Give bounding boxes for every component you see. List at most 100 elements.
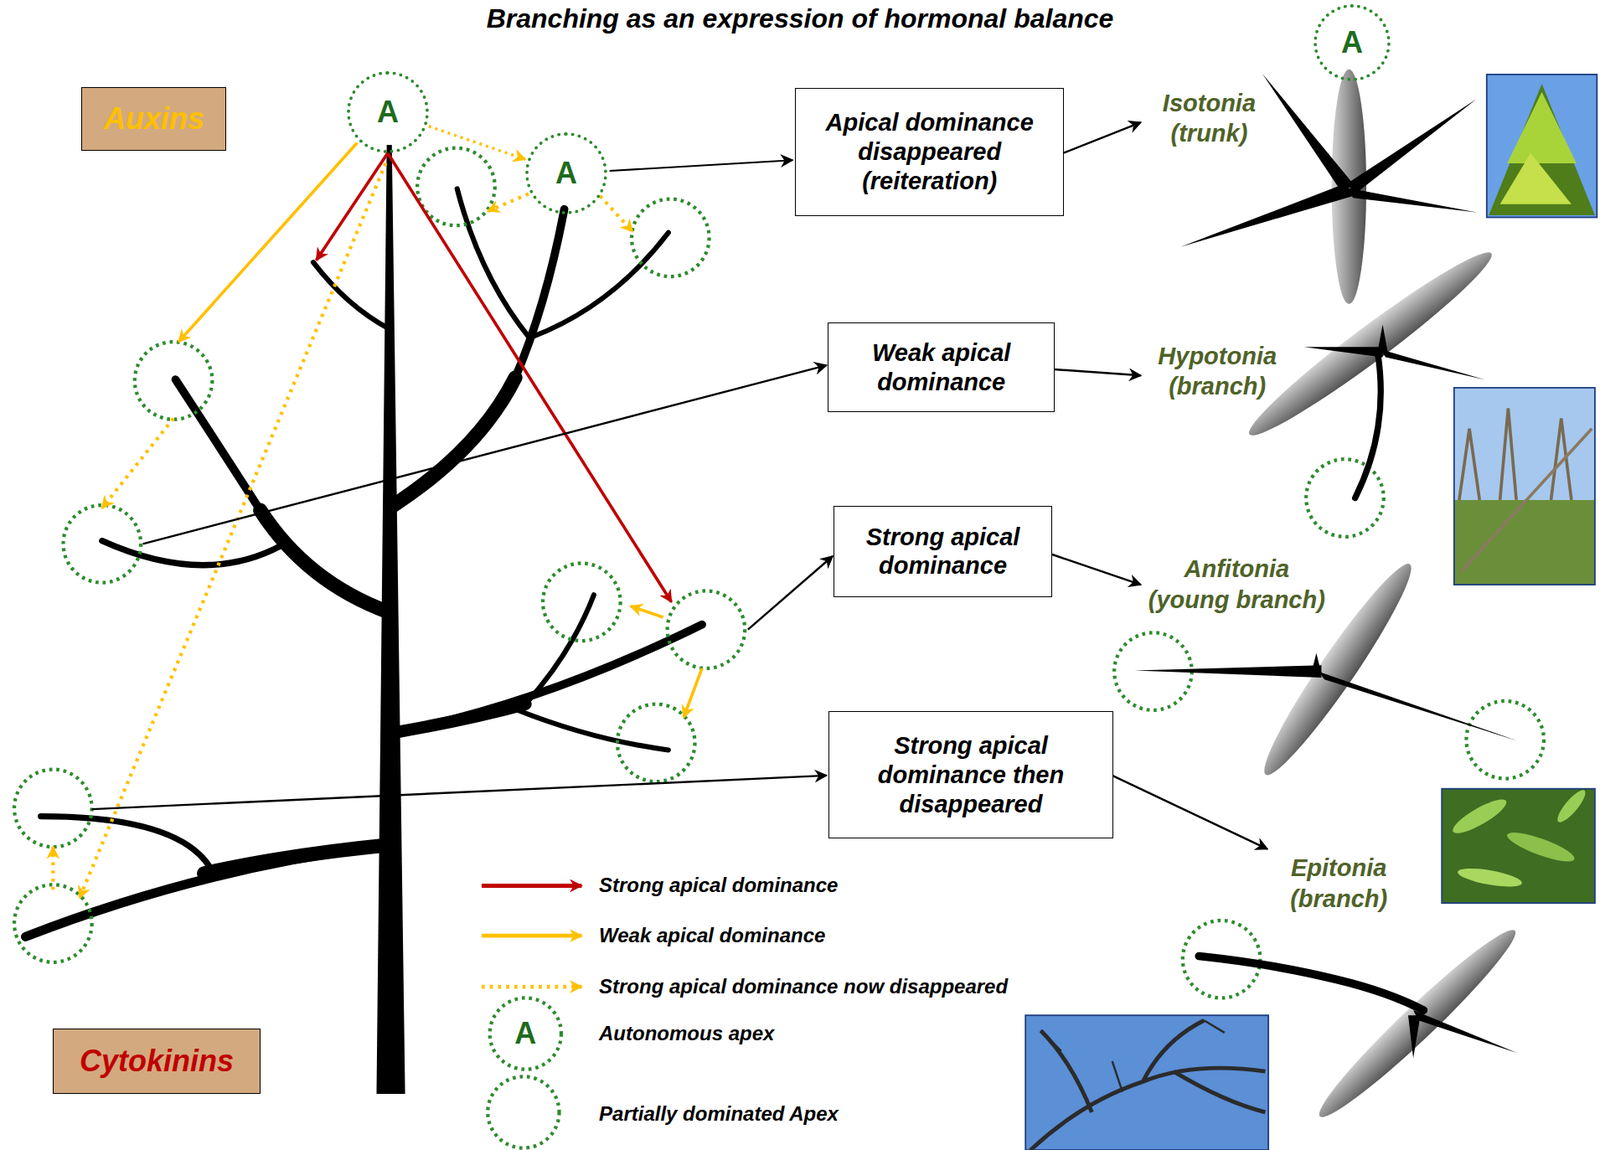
apex-circles-part bbox=[667, 590, 746, 669]
hypotonia-shoot-part bbox=[1355, 351, 1382, 498]
node-text: Strong apical dominance then disappeared bbox=[836, 731, 1105, 819]
apex-circles-part bbox=[542, 562, 621, 641]
node-text: A bbox=[376, 94, 399, 130]
dominance-arrows-part bbox=[92, 122, 1268, 849]
photo-conifer-part bbox=[1488, 83, 1595, 216]
dominance-arrows-part-part bbox=[1112, 775, 1268, 850]
legend-text: Partially dominated Apex bbox=[598, 1100, 839, 1128]
apex-circles-part bbox=[134, 341, 213, 420]
photo-tree-part bbox=[1040, 1020, 1224, 1092]
dominance-arrows-part-part bbox=[102, 418, 174, 508]
tree-part bbox=[376, 144, 405, 1095]
tonia-label: Hypotonia (branch) bbox=[1133, 340, 1301, 403]
legend-text: Autonomous apex bbox=[598, 1020, 775, 1048]
legend-samples-part bbox=[481, 934, 582, 939]
tree-part bbox=[313, 262, 389, 329]
apex-circles-part bbox=[63, 505, 142, 584]
tonia-label: Isotonia (trunk) bbox=[1125, 87, 1293, 150]
photo-tree bbox=[1025, 1015, 1269, 1150]
hypotonia-shoot-part bbox=[1304, 346, 1384, 357]
photo-park bbox=[1454, 387, 1595, 585]
tree-part bbox=[525, 594, 594, 704]
node-text: A bbox=[1341, 25, 1363, 61]
tree-part bbox=[102, 541, 281, 566]
isotonia-shoot-part bbox=[1262, 73, 1353, 195]
dominance-arrows bbox=[52, 122, 1268, 899]
dominance-arrows-part bbox=[630, 606, 664, 618]
apex-circles-part bbox=[631, 199, 710, 278]
photo-park-part bbox=[1454, 387, 1595, 501]
edge-arrow bbox=[428, 126, 526, 160]
tonia-label: Anfitonia (young branch) bbox=[1110, 553, 1363, 615]
node-text: Auxins bbox=[103, 101, 205, 137]
legend-samples bbox=[481, 885, 582, 987]
hormone-box: Cytokinins bbox=[52, 1028, 260, 1095]
hormone-box: Auxins bbox=[81, 87, 227, 152]
epitonia-shoot-part bbox=[1308, 918, 1527, 1129]
tree-part bbox=[25, 845, 390, 938]
photo-conifer bbox=[1486, 74, 1598, 218]
legend-text: Strong apical dominance bbox=[598, 872, 838, 899]
tree-part bbox=[204, 845, 391, 874]
dominance-arrows-part-part bbox=[748, 556, 833, 630]
process-box: Apical dominance disappeared (reiteratio… bbox=[794, 87, 1064, 217]
photo-conifer-part bbox=[1486, 74, 1598, 218]
apex-circles-part bbox=[1305, 459, 1384, 537]
dominance-arrows-part bbox=[683, 668, 702, 718]
apex-circle: A bbox=[1313, 4, 1392, 83]
dominance-arrows-part-part bbox=[143, 365, 827, 544]
dominance-arrows-part-part bbox=[487, 193, 529, 212]
legend-text: Weak apical dominance bbox=[598, 922, 826, 950]
tree-part bbox=[393, 704, 526, 733]
dominance-arrows-part-part bbox=[79, 163, 386, 899]
node-text: Strong apical dominance bbox=[841, 522, 1044, 582]
dominance-arrows-part-part bbox=[599, 196, 633, 233]
dominance-arrows-part bbox=[387, 153, 672, 603]
legend-samples-part bbox=[481, 985, 582, 990]
photo-park-part bbox=[1460, 428, 1592, 573]
hypotonia-shoot-part bbox=[1379, 349, 1485, 381]
legend-apex-letter: A bbox=[500, 1016, 551, 1052]
tree-part bbox=[41, 816, 215, 877]
photo-foliage-part bbox=[1553, 786, 1590, 826]
dominance-arrows-part-part bbox=[1053, 369, 1141, 376]
tree-part bbox=[393, 377, 516, 506]
apex-circles-part bbox=[14, 769, 93, 848]
photo-foliage bbox=[1441, 786, 1595, 904]
photo-conifer-part bbox=[1507, 92, 1577, 164]
dominance-arrows-part-part bbox=[1051, 554, 1141, 586]
photo-tree-part bbox=[1030, 1020, 1265, 1150]
legend-text: Strong apical dominance now disappeared bbox=[598, 973, 1008, 1001]
apex-circle: A bbox=[525, 132, 607, 214]
process-box: Strong apical dominance then disappeared bbox=[828, 711, 1113, 839]
photo-conifer-part bbox=[1500, 153, 1572, 205]
process-box: Weak apical dominance bbox=[827, 322, 1055, 413]
node-text: A bbox=[555, 155, 578, 191]
epitonia-shoot-part bbox=[1413, 1010, 1518, 1053]
legend-samples-part bbox=[481, 883, 582, 888]
tonia-label: Epitonia (branch) bbox=[1254, 852, 1423, 914]
apex-circles-part bbox=[490, 997, 562, 1069]
edge-arrow bbox=[609, 160, 793, 171]
tree-part bbox=[260, 510, 389, 613]
epitonia-shoot-part bbox=[1408, 1015, 1421, 1059]
anfitonia-shoot-part bbox=[1318, 671, 1518, 742]
photo-foliage-part bbox=[1449, 794, 1511, 839]
photo-tree-part bbox=[1025, 1015, 1269, 1150]
node-text: Weak apical dominance bbox=[835, 338, 1048, 398]
photo-foliage-part bbox=[1456, 865, 1524, 891]
anfitonia-shoot-part bbox=[1310, 653, 1322, 674]
isotonia-shoot-part bbox=[1180, 183, 1353, 248]
dominance-arrows-part-part bbox=[51, 846, 55, 890]
dominance-arrows-part-part bbox=[92, 775, 827, 810]
photo-foliage-part bbox=[1504, 826, 1578, 867]
apex-circles-part bbox=[1465, 701, 1544, 780]
dominance-arrows-part bbox=[178, 143, 357, 343]
dominance-arrows-part-part bbox=[1063, 122, 1141, 154]
process-box: Strong apical dominance bbox=[833, 505, 1052, 597]
isotonia-shoot-part bbox=[1347, 187, 1477, 212]
node-text: Apical dominance disappeared (reiteratio… bbox=[802, 108, 1057, 196]
apex-circles bbox=[14, 148, 1544, 1149]
epitonia-shoot-part bbox=[1198, 956, 1424, 1012]
